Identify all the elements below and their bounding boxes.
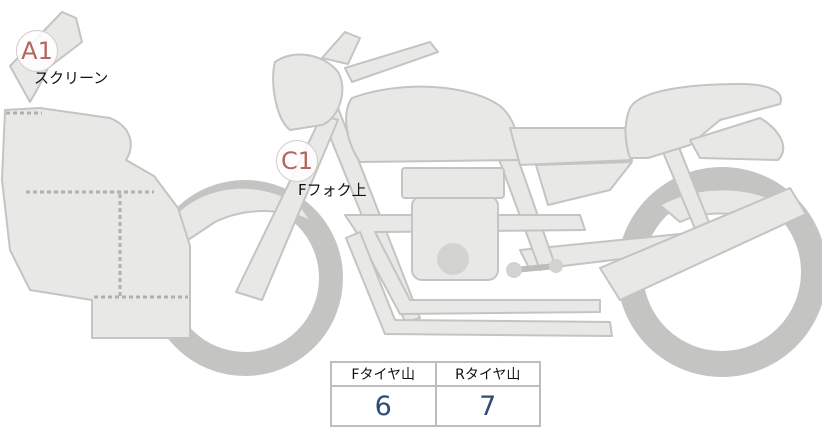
callout-front-fork-top: Fフォク上 bbox=[298, 181, 367, 199]
rear-tread-value: 7 bbox=[434, 385, 541, 427]
tail bbox=[689, 117, 785, 161]
front-fender bbox=[177, 186, 313, 241]
front-tread-header: Fタイヤ山 bbox=[330, 361, 437, 387]
handlebar-grip bbox=[344, 41, 439, 83]
engine-head bbox=[401, 167, 505, 199]
exhaust-lower bbox=[345, 231, 613, 337]
headlight bbox=[272, 53, 344, 131]
marker-c1: C1 bbox=[276, 140, 318, 182]
seat bbox=[624, 83, 782, 159]
side-panel bbox=[509, 127, 633, 166]
marker-a1: A1 bbox=[16, 30, 58, 72]
callout-screen: スクリーン bbox=[34, 69, 109, 87]
side-cover bbox=[535, 161, 633, 206]
muffler bbox=[599, 187, 807, 301]
front-fairing bbox=[1, 107, 191, 339]
handlebar bbox=[321, 31, 361, 65]
exhaust-upper bbox=[344, 214, 601, 315]
front-tread-value: 6 bbox=[330, 385, 437, 427]
engine-cover bbox=[437, 243, 469, 275]
rear-tread-header: Rタイヤ山 bbox=[434, 361, 541, 387]
fuel-tank bbox=[345, 85, 520, 163]
tire-tread-table: Fタイヤ山 Rタイヤ山 6 7 bbox=[330, 361, 541, 427]
